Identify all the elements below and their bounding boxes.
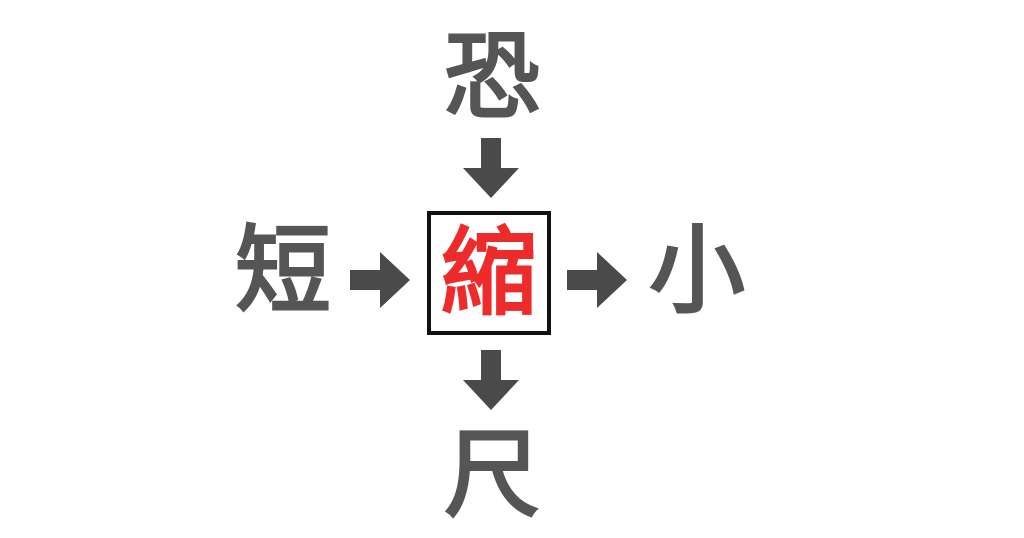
right-arrow-icon (350, 252, 410, 308)
top-kanji: 恐 (444, 21, 540, 133)
right-arrow-icon (567, 252, 627, 308)
down-arrow-icon (463, 138, 519, 198)
down-arrow-icon (463, 350, 519, 410)
right-kanji: 小 (649, 215, 745, 327)
answer-box: 縮 (427, 211, 551, 335)
answer-kanji: 縮 (441, 217, 537, 329)
left-kanji: 短 (235, 215, 331, 327)
bottom-kanji: 尺 (444, 419, 540, 531)
